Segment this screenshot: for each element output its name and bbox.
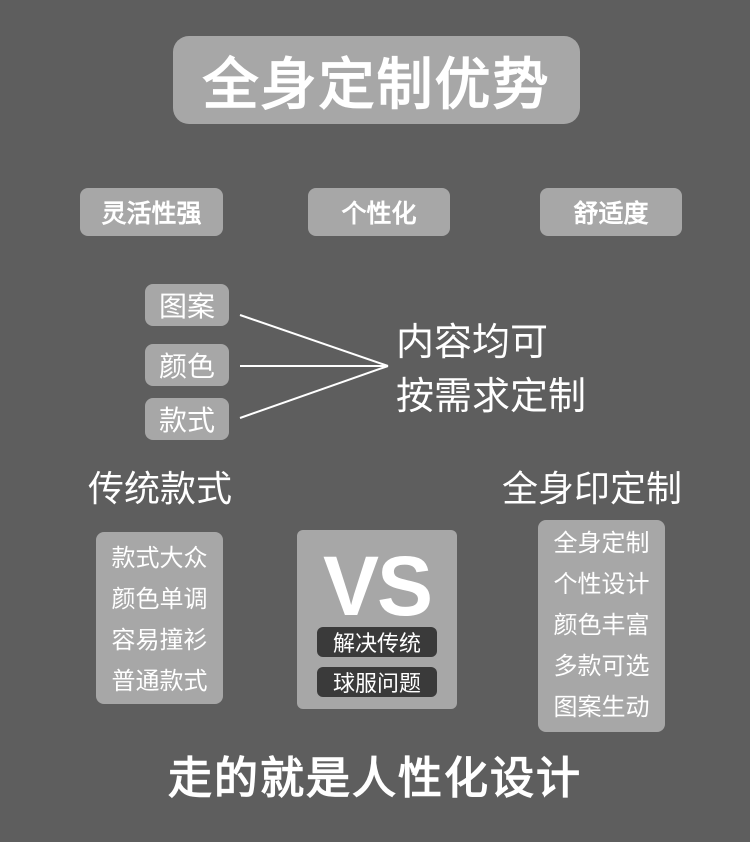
list-item: 颜色单调: [111, 585, 208, 613]
list-item: 容易撞衫: [111, 626, 208, 654]
list-item: 全身定制: [553, 529, 650, 557]
options-result-line-1: 内容均可: [396, 320, 549, 364]
traditional-title: 传统款式: [88, 469, 233, 510]
options-result-line-2: 按需求定制: [396, 374, 587, 418]
list-item: 图案生动: [553, 693, 650, 721]
connector-line-style: [239, 365, 389, 419]
vs-pill-problem: 球服问题: [317, 667, 437, 697]
option-chip-style: 款式: [145, 398, 229, 440]
advantage-chip-comfort: 舒适度: [540, 188, 682, 236]
vs-box: VS 解决传统 球服问题: [297, 530, 457, 709]
traditional-list: 款式大众 颜色单调 容易撞衫 普通款式: [96, 532, 223, 704]
list-item: 个性设计: [553, 570, 650, 598]
list-item: 颜色丰富: [553, 611, 650, 639]
custom-title: 全身印定制: [502, 469, 683, 510]
slogan: 走的就是人性化设计: [168, 753, 582, 804]
vs-pill-solve: 解决传统: [317, 627, 437, 657]
vs-label: VS: [322, 539, 433, 633]
advantage-chip-flexibility: 灵活性强: [80, 188, 223, 236]
page-title: 全身定制优势: [173, 36, 580, 124]
option-chip-pattern: 图案: [145, 284, 229, 326]
advantage-chip-personalization: 个性化: [308, 188, 450, 236]
option-chip-color: 颜色: [145, 344, 229, 386]
custom-list: 全身定制 个性设计 颜色丰富 多款可选 图案生动: [538, 520, 665, 732]
list-item: 款式大众: [111, 544, 208, 572]
list-item: 普通款式: [111, 667, 208, 695]
list-item: 多款可选: [553, 652, 650, 680]
connector-line-pattern: [239, 314, 389, 367]
